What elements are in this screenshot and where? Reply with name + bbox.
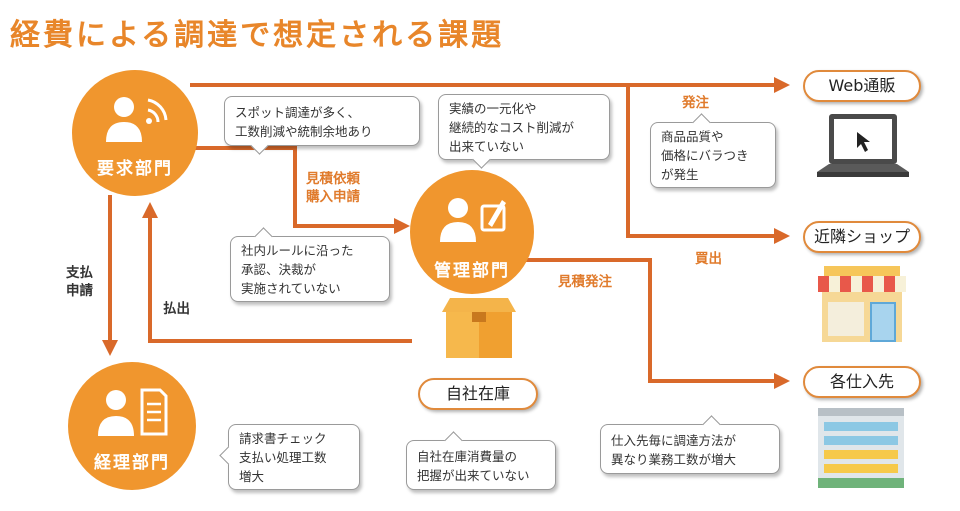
bubble-line: 支払い処理工数 — [239, 450, 327, 465]
bubble-line: 請求書チェック — [239, 431, 327, 446]
bubble-line: 仕入先毎に調達方法が — [611, 433, 737, 448]
user-document-icon — [98, 388, 168, 436]
node-nearby-shop: 近隣ショップ — [803, 221, 921, 253]
bubble-line: 実施されていない — [241, 281, 341, 296]
arrow-request-to-management — [195, 146, 410, 234]
storefront-icon — [818, 266, 906, 342]
issue-bubble-spot-procurement: スポット調達が多く、 工数削減や統制余地あり — [224, 96, 420, 155]
office-building-icon — [818, 408, 904, 488]
bubble-line: 価格にバラつき — [661, 148, 749, 163]
edge-label-estimate-request: 見積依頼 購入申請 — [306, 170, 360, 206]
page-title: 経費による調達で想定される課題 — [10, 18, 505, 53]
node-management-label: 管理部門 — [434, 261, 510, 281]
bubble-line: 継続的なコスト削減が — [449, 120, 575, 135]
bubble-line: 承認、決裁が — [241, 262, 317, 277]
bubble-line: 社内ルールに沿った — [241, 243, 354, 258]
edge-label-expense-claim: 支払 申請 — [66, 264, 93, 300]
laptop-icon — [817, 114, 909, 177]
edge-label-estimate-request-line: 購入申請 — [306, 189, 360, 205]
user-wifi-icon — [106, 97, 168, 142]
node-own-stock: 自社在庫 — [418, 378, 538, 410]
issue-bubble-invoice-workload: 請求書チェック 支払い処理工数 増大 — [219, 424, 360, 490]
node-accounting-dept: 経理部門 — [68, 362, 196, 490]
bubble-line: 把握が出来ていない — [417, 468, 530, 483]
bubble-line: 実績の一元化や — [449, 101, 537, 116]
bubble-line: が発生 — [661, 167, 699, 182]
arrow-branch-nearby — [626, 85, 790, 244]
edge-label-estimate-request-line: 見積依頼 — [306, 171, 360, 187]
node-request-dept: 要求部門 — [72, 70, 198, 196]
node-request-label: 要求部門 — [97, 159, 173, 179]
arrow-stock-to-request — [142, 202, 412, 343]
node-accounting-label: 経理部門 — [94, 453, 170, 473]
edge-label-payout: 払出 — [163, 301, 190, 317]
bubble-line: 増大 — [239, 469, 265, 484]
edge-label-expense-claim-line: 支払 — [66, 265, 93, 281]
edge-label-estimate-order: 見積発注 — [558, 274, 612, 290]
user-edit-icon — [440, 198, 506, 242]
issue-bubble-approval-rules: 社内ルールに沿った 承認、決裁が 実施されていない — [230, 227, 390, 302]
cardboard-box-icon — [442, 298, 516, 358]
edge-label-expense-claim-line: 申請 — [66, 283, 93, 299]
bubble-line: 異なり業務工数が増大 — [611, 452, 737, 467]
arrow-management-to-suppliers — [510, 258, 790, 389]
node-suppliers: 各仕入先 — [803, 366, 921, 398]
node-web-shop: Web通販 — [803, 70, 921, 102]
edge-label-order: 発注 — [682, 95, 709, 111]
bubble-line: 工数削減や統制余地あり — [235, 124, 373, 139]
bubble-line: 出来ていない — [449, 139, 525, 154]
issue-bubble-centralization: 実績の一元化や 継続的なコスト削減が 出来ていない — [438, 94, 610, 169]
edge-label-buy-out: 買出 — [695, 251, 722, 267]
bubble-line: 自社在庫消費量の — [417, 449, 518, 464]
issue-bubble-supplier-methods: 仕入先毎に調達方法が 異なり業務工数が増大 — [600, 415, 780, 474]
bubble-line: スポット調達が多く、 — [235, 105, 361, 120]
node-management-dept: 管理部門 — [410, 170, 534, 294]
issue-bubble-quality-variance: 商品品質や 価格にバラつき が発生 — [650, 113, 776, 188]
issue-bubble-stock-tracking: 自社在庫消費量の 把握が出来ていない — [406, 431, 556, 490]
bubble-line: 商品品質や — [661, 129, 724, 144]
